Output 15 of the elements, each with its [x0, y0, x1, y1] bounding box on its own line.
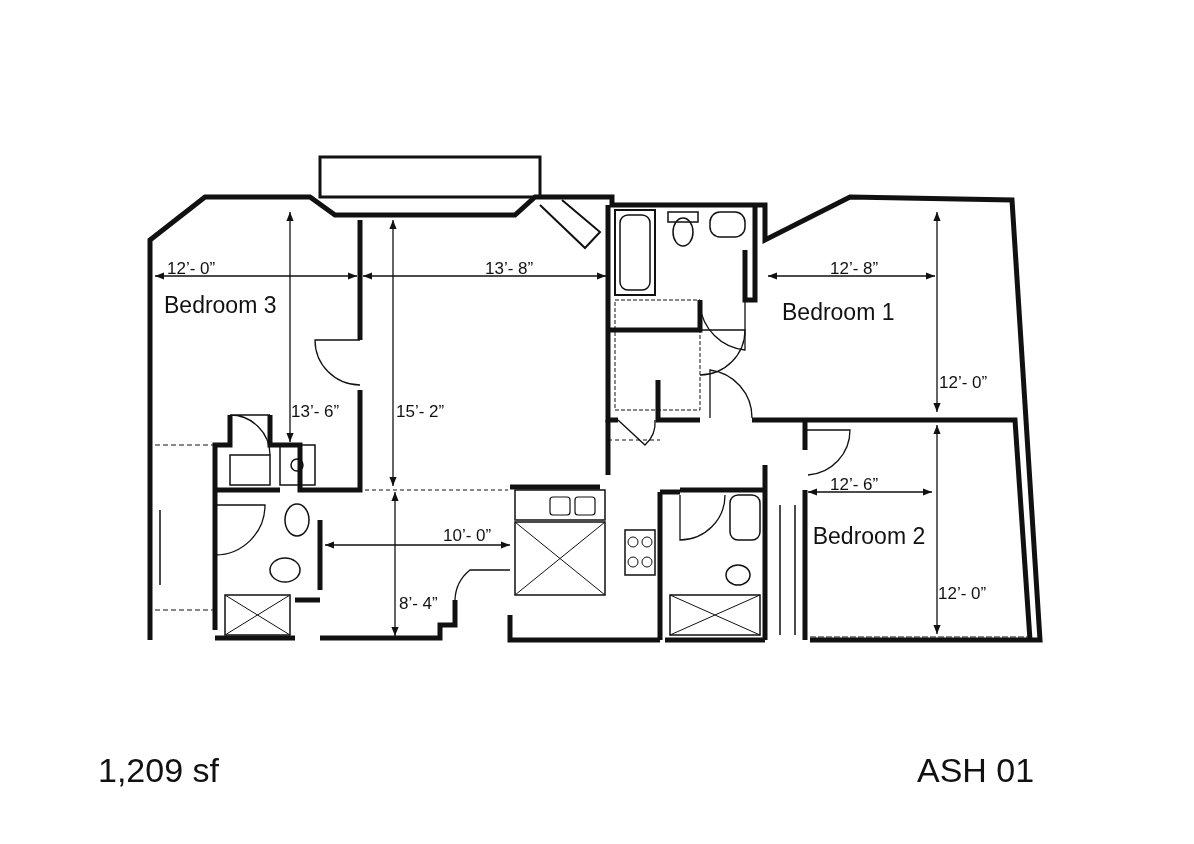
dimension-label: 8’- 4”: [399, 595, 438, 614]
dimension-label: 12’- 0”: [167, 260, 216, 279]
plan-code: ASH 01: [917, 752, 1035, 790]
dimension-label: 13’- 6”: [291, 403, 340, 422]
dimension-label: 12’- 0”: [939, 374, 988, 393]
dimension-label: 15’- 2”: [396, 403, 445, 422]
room-name: Bedroom 3: [164, 293, 277, 319]
dimension-label: 13’- 8”: [485, 260, 534, 279]
room-name: Bedroom 1: [782, 300, 895, 326]
dimension-label: 10’- 0”: [443, 527, 492, 546]
dimension-label: 12’- 8”: [830, 260, 879, 279]
room-name: Bedroom 2: [811, 524, 927, 550]
dimension-label: 12’- 0”: [938, 585, 987, 604]
dimension-label: 12’- 6”: [830, 476, 879, 495]
area-label: 1,209 sf: [98, 752, 219, 790]
